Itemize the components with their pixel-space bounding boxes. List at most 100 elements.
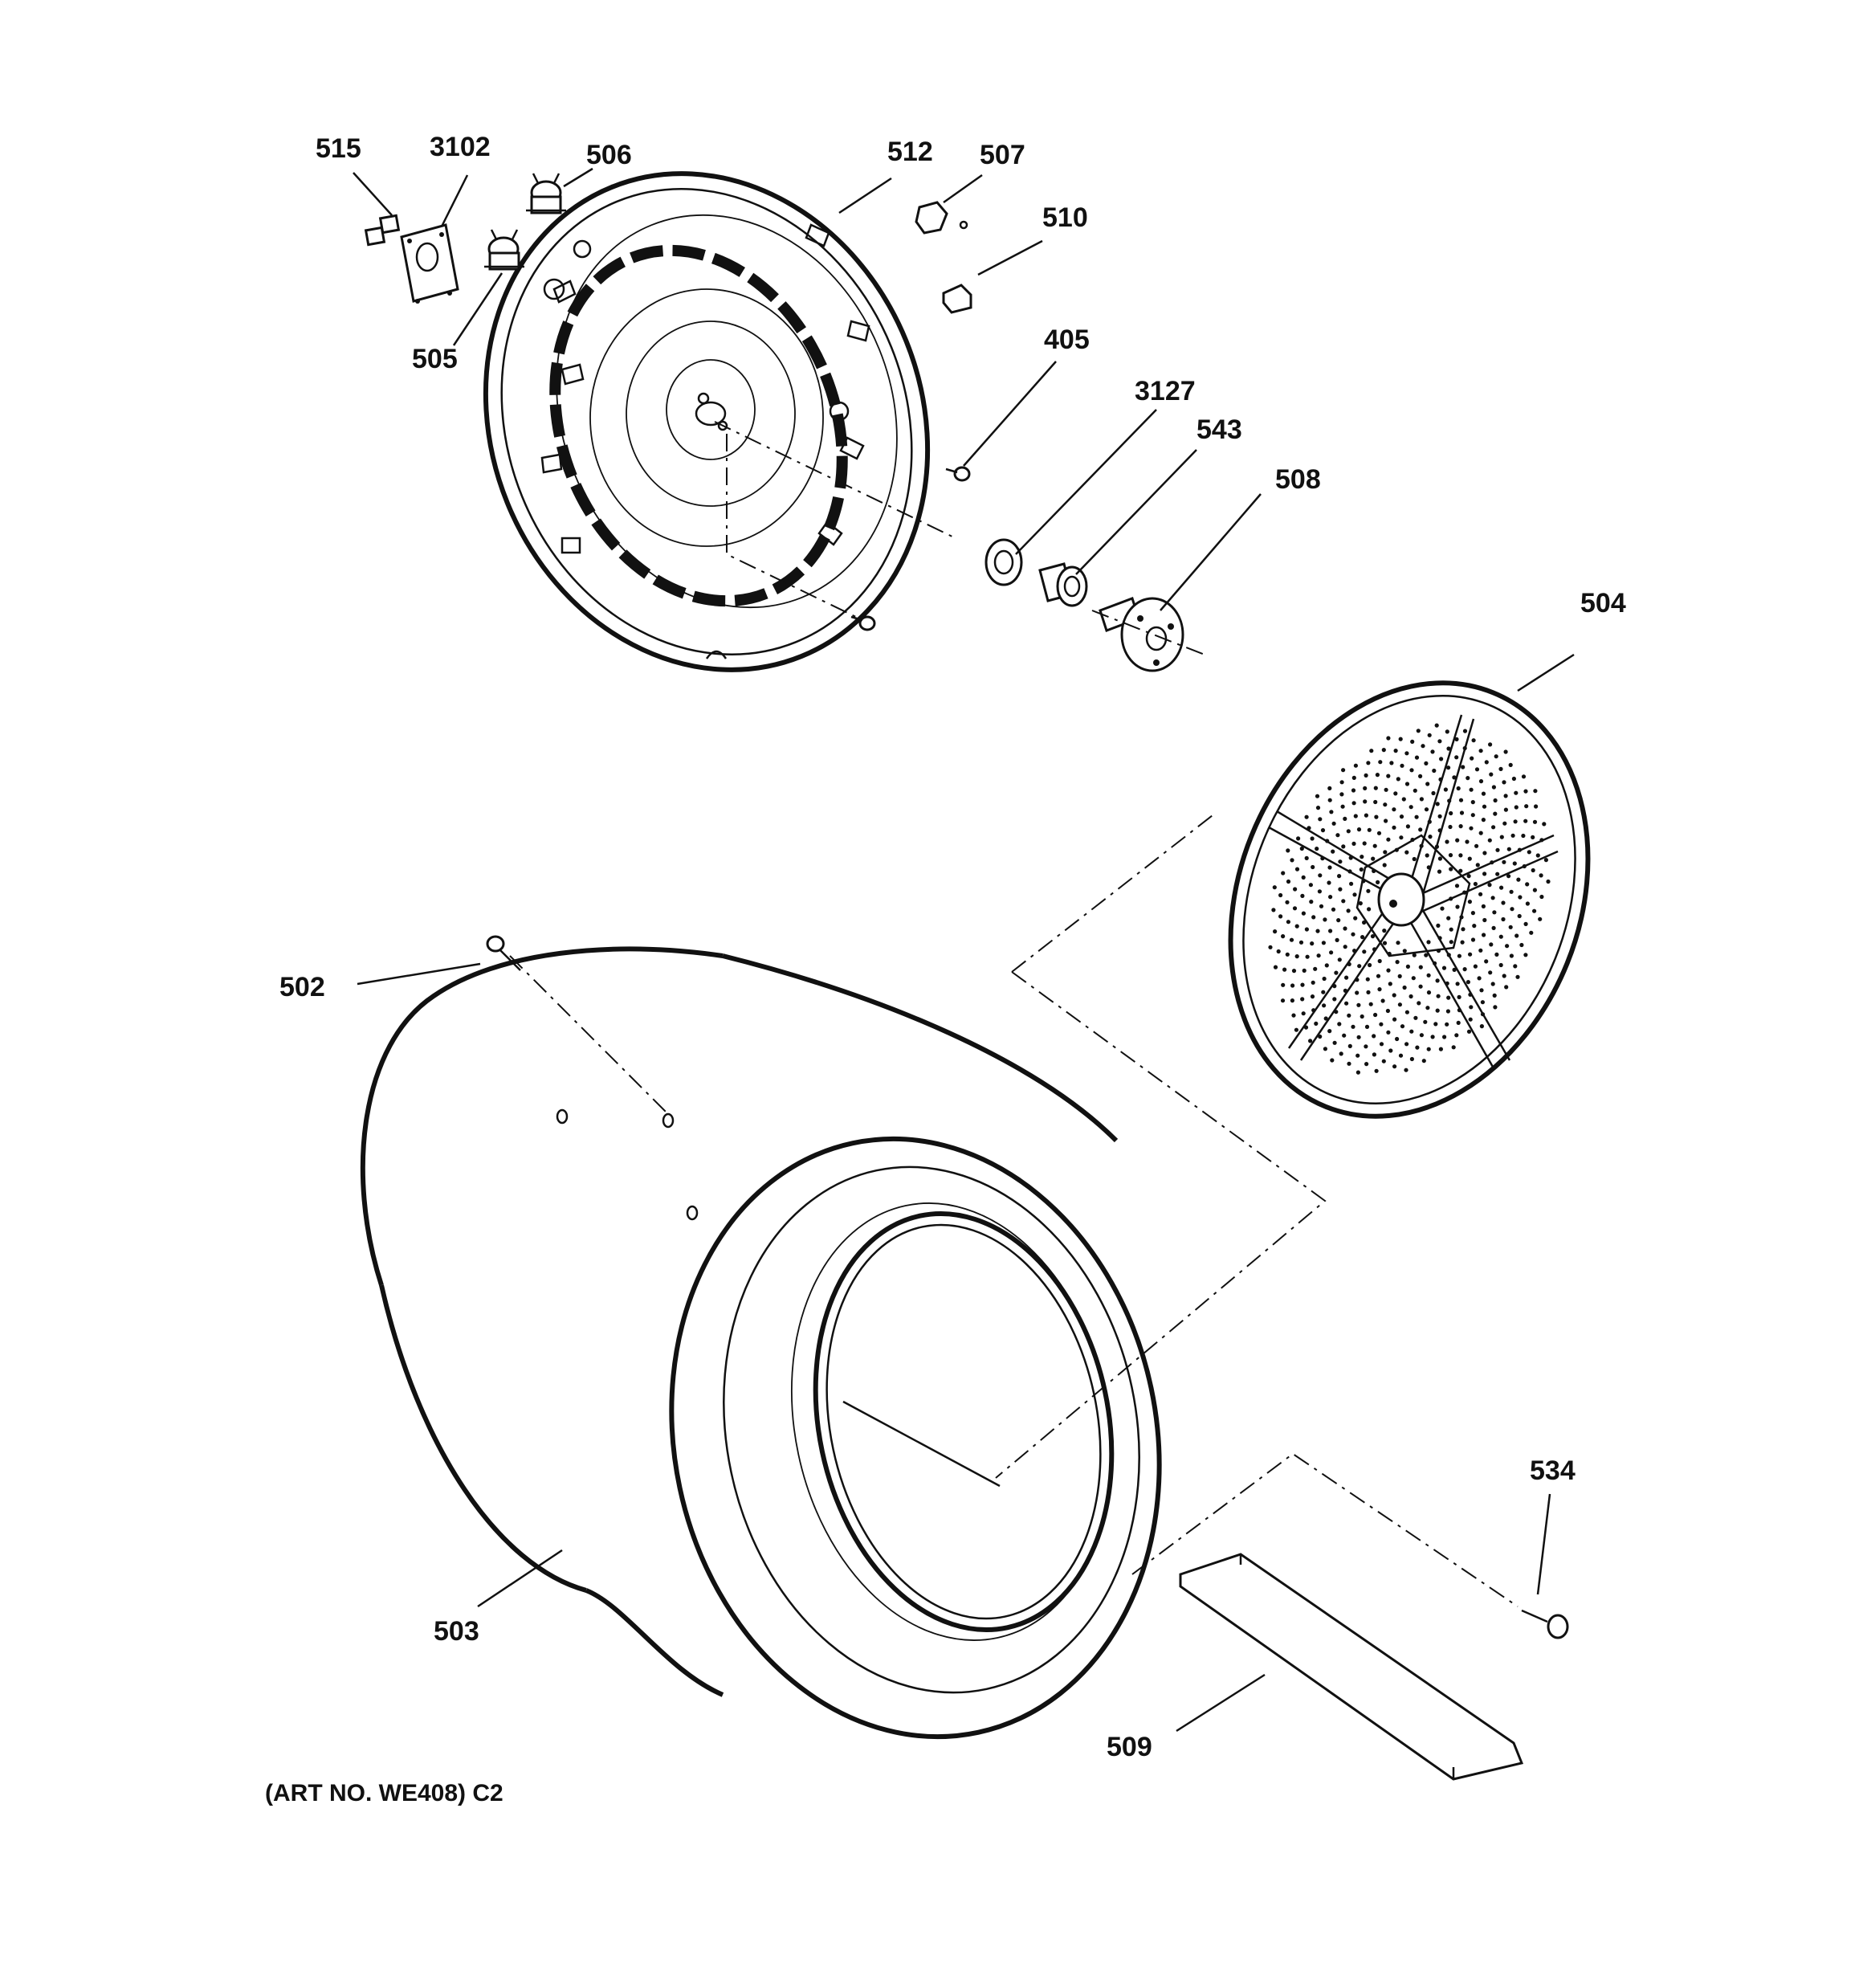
perforation-dot — [1455, 904, 1460, 909]
perforation-dot — [1531, 835, 1535, 839]
perforation-dot — [1425, 782, 1430, 786]
perforation-dot — [1285, 900, 1290, 904]
perforation-dot — [1468, 992, 1473, 997]
perforation-dot — [1404, 1042, 1409, 1047]
perforation-dot — [1329, 810, 1334, 814]
perforation-dot — [1309, 900, 1314, 904]
perforation-dot — [1352, 949, 1357, 953]
perforation-dot — [1534, 804, 1539, 809]
perforation-dot — [1364, 1044, 1368, 1049]
perforation-dot — [1421, 1059, 1426, 1063]
perforation-dot — [1294, 1027, 1298, 1032]
perforation-dot — [1291, 969, 1297, 974]
perforation-dot — [1482, 804, 1487, 809]
perforation-dot — [1426, 940, 1431, 945]
perforation-dot — [1310, 941, 1315, 946]
perforation-dot — [1360, 1014, 1364, 1019]
perforation-dot — [1427, 819, 1432, 824]
perforation-dot — [1389, 761, 1394, 765]
perforation-dot — [1501, 916, 1506, 922]
perforation-dot — [1315, 847, 1319, 851]
perforation-dot — [1348, 855, 1353, 860]
perforation-dot — [1307, 826, 1311, 831]
perforation-dot — [1317, 889, 1322, 894]
perforation-dot — [1539, 838, 1544, 843]
perforation-dot — [1421, 744, 1425, 749]
perforation-dot — [1341, 844, 1346, 849]
perforation-dot — [1431, 790, 1436, 796]
perforation-dot — [1418, 827, 1423, 832]
perforation-dot — [1386, 736, 1391, 741]
perforation-dot — [1487, 838, 1492, 843]
perforation-dot — [1319, 904, 1324, 908]
alignment-lines — [509, 421, 1519, 1607]
perforation-dot — [1484, 760, 1489, 765]
perforation-dot — [1323, 917, 1327, 922]
perforation-dot — [1502, 859, 1506, 864]
perforation-dot — [1546, 879, 1551, 884]
perforation-dot — [1539, 894, 1544, 900]
part-534-screw — [1521, 1609, 1569, 1639]
perforation-dot — [1372, 868, 1376, 873]
perforation-dot — [1366, 761, 1371, 765]
perforation-dot — [1339, 792, 1344, 797]
perforation-dot — [1342, 1033, 1347, 1038]
perforation-dot — [1308, 1039, 1313, 1043]
perforation-dot — [1414, 814, 1419, 819]
perforation-dot — [1296, 836, 1301, 841]
perforation-dot — [1327, 1029, 1332, 1034]
perforation-dot — [1445, 1009, 1450, 1014]
perforation-dot — [1298, 940, 1304, 945]
perforation-dot — [1425, 853, 1429, 858]
perforation-dot — [1419, 1033, 1424, 1038]
perforation-dot — [1281, 934, 1286, 939]
perforation-dot — [1351, 841, 1356, 846]
callout-508: 508 — [1275, 464, 1321, 495]
perforation-dot — [1362, 949, 1367, 954]
perforation-dot — [1529, 930, 1534, 935]
perforation-dot — [1386, 1030, 1391, 1035]
perforation-dot — [1363, 786, 1368, 791]
perforation-dot — [1454, 737, 1459, 742]
perforation-dot — [1409, 1029, 1414, 1034]
perforation-dot — [1285, 952, 1290, 957]
perforation-dot — [1509, 889, 1514, 894]
perforation-dot — [1481, 818, 1486, 823]
perforation-dot — [1366, 888, 1371, 893]
part-3102-plate — [400, 223, 459, 304]
perforation-dot — [1458, 798, 1464, 802]
perforation-dot — [1470, 937, 1476, 942]
perforation-dot — [1518, 895, 1523, 900]
perforation-dot — [1410, 739, 1415, 745]
perforation-dot — [1357, 964, 1362, 969]
perforation-dot — [1386, 837, 1391, 842]
perforation-dot — [1380, 998, 1385, 1003]
perforation-dot — [1449, 896, 1453, 901]
perforation-dot — [1458, 868, 1463, 873]
perforation-dot — [1351, 801, 1356, 806]
perforation-dot — [1433, 961, 1437, 965]
perforation-dot — [1324, 963, 1329, 968]
perforation-dot — [1328, 895, 1333, 900]
perforation-dot — [1278, 914, 1283, 919]
perforation-dot — [1493, 798, 1498, 803]
perforation-dot — [1360, 855, 1364, 859]
perforation-dot — [1519, 942, 1524, 948]
perforation-dot — [1417, 1001, 1421, 1006]
perforation-dot — [1475, 863, 1480, 867]
perforation-dot — [1456, 1020, 1461, 1025]
perforation-dot — [1400, 1024, 1405, 1029]
perforation-dot — [1321, 990, 1326, 994]
perforation-dot — [1398, 737, 1403, 741]
perforation-dot — [1492, 993, 1497, 998]
perforation-dot — [1376, 831, 1382, 835]
perforation-dot — [1376, 880, 1380, 884]
callout-543: 543 — [1196, 414, 1242, 445]
perforation-dot — [1443, 787, 1448, 792]
part-505-thermostat — [484, 229, 524, 271]
part-508-shaft — [1099, 597, 1184, 672]
perforation-dot — [1338, 887, 1343, 892]
perforation-dot — [1335, 833, 1340, 838]
perforation-dot — [1364, 1062, 1369, 1067]
perforation-dot — [1501, 900, 1506, 905]
